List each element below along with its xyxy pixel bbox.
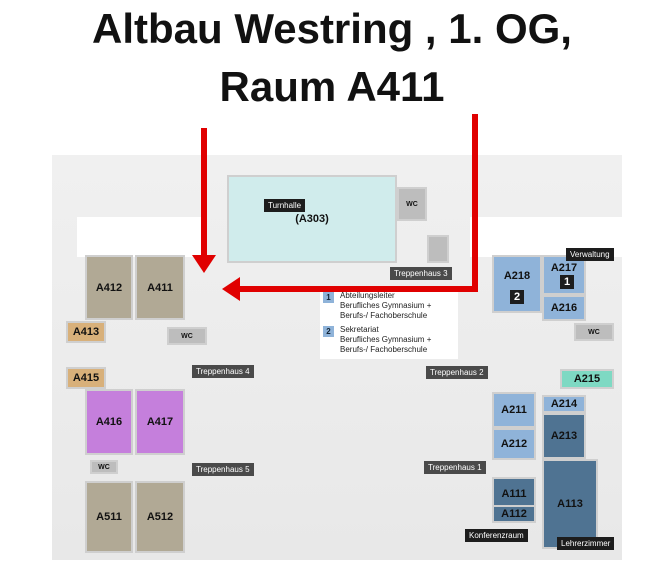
wc-top: WC bbox=[397, 187, 427, 221]
stairs-3 bbox=[427, 235, 449, 263]
label-lehrerzimmer: Lehrerzimmer bbox=[557, 537, 615, 550]
room-a413[interactable]: A413 bbox=[66, 321, 106, 343]
label-treppenhaus-2: Treppenhaus 2 bbox=[426, 366, 488, 379]
title-line-1: Altbau Westring , 1. OG, bbox=[92, 5, 572, 52]
wc-lower-left: WC bbox=[90, 460, 118, 474]
room-a113[interactable]: A113 bbox=[542, 459, 598, 549]
wc-left: WC bbox=[167, 327, 207, 345]
wc-right: WC bbox=[574, 323, 614, 341]
room-a303[interactable]: (A303) bbox=[227, 175, 397, 263]
room-a415[interactable]: A415 bbox=[66, 367, 106, 389]
marker-2: 2 bbox=[510, 290, 524, 304]
label-verwaltung: Verwaltung bbox=[566, 248, 614, 261]
marker-1: 1 bbox=[560, 275, 574, 289]
room-a214[interactable]: A214 bbox=[542, 395, 586, 413]
room-a215[interactable]: A215 bbox=[560, 369, 614, 389]
room-a211[interactable]: A211 bbox=[492, 392, 536, 428]
room-a411[interactable]: A411 bbox=[135, 255, 185, 320]
label-treppenhaus-3: Treppenhaus 3 bbox=[390, 267, 452, 280]
red-arrow-down-head-icon bbox=[192, 255, 216, 273]
legend-num-1: 1 bbox=[323, 292, 334, 303]
label-turnhalle: Turnhalle bbox=[264, 199, 306, 212]
room-a213[interactable]: A213 bbox=[542, 413, 586, 459]
room-a216[interactable]: A216 bbox=[542, 295, 586, 321]
room-a511[interactable]: A511 bbox=[85, 481, 133, 553]
room-a218[interactable]: A218 bbox=[492, 255, 542, 313]
room-a417[interactable]: A417 bbox=[135, 389, 185, 455]
red-arrow-left-head-icon bbox=[222, 277, 240, 301]
label-konferenzraum: Konferenzraum bbox=[465, 529, 528, 542]
legend-num-2: 2 bbox=[323, 326, 334, 337]
red-arrow-horizontal-shaft bbox=[240, 286, 478, 292]
corridor-top-left bbox=[77, 217, 207, 257]
label-treppenhaus-4: Treppenhaus 4 bbox=[192, 365, 254, 378]
room-a416[interactable]: A416 bbox=[85, 389, 133, 455]
room-a412[interactable]: A412 bbox=[85, 255, 133, 320]
label-treppenhaus-1: Treppenhaus 1 bbox=[424, 461, 486, 474]
room-a212[interactable]: A212 bbox=[492, 428, 536, 460]
red-arrow-right-shaft bbox=[472, 114, 478, 292]
title-line-2: Raum A411 bbox=[219, 63, 445, 110]
red-arrow-vertical-shaft bbox=[201, 128, 207, 260]
room-a112[interactable]: A112 bbox=[492, 505, 536, 523]
label-treppenhaus-5: Treppenhaus 5 bbox=[192, 463, 254, 476]
room-a512[interactable]: A512 bbox=[135, 481, 185, 553]
floor-plan: (A303) WC Turnhalle Treppenhaus 3 A412 A… bbox=[52, 155, 622, 560]
